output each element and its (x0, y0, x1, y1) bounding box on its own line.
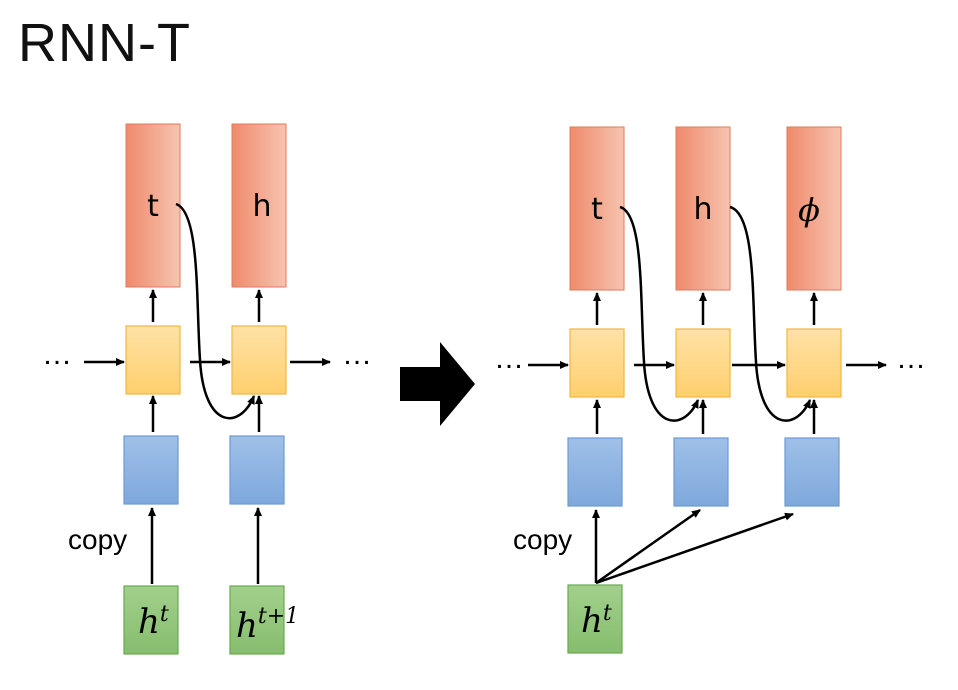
ellipsis-left: … (42, 338, 72, 371)
encoder-block (123, 435, 179, 505)
output-label: h (252, 189, 271, 224)
rnn-block (125, 325, 181, 395)
output-block (125, 123, 181, 288)
output-block (569, 126, 625, 291)
encoder-block (784, 437, 840, 507)
input-block (229, 585, 285, 655)
input-block (567, 584, 623, 654)
rnn-block (675, 328, 731, 398)
input-label: ht (581, 601, 612, 641)
encoder-block (229, 435, 285, 505)
arrow (595, 512, 794, 585)
input-label: ht (138, 602, 169, 642)
input-label: ht+1 (236, 604, 299, 646)
ellipsis-right: … (896, 342, 926, 375)
ellipsis-right: … (342, 338, 372, 371)
rnn-block (786, 328, 842, 398)
page-title: RNN-T (18, 13, 191, 73)
output-block (231, 123, 287, 288)
rnn-block (231, 325, 287, 395)
output-label: ϕ (798, 191, 820, 229)
right-diagram: t h ϕ ht copy … … (494, 126, 926, 654)
output-block (786, 126, 842, 291)
copy-label: copy (68, 524, 127, 555)
feedback-arrow (619, 205, 700, 422)
output-label: t (591, 192, 603, 227)
output-label: h (693, 192, 712, 227)
transform-arrow (400, 342, 475, 426)
encoder-block (567, 437, 623, 507)
output-block (675, 126, 731, 291)
ellipsis-left: … (494, 342, 524, 375)
feedback-arrow (175, 202, 256, 420)
left-diagram: t h ht ht+1 copy … … (42, 123, 372, 655)
feedback-arrow (729, 205, 812, 422)
output-label: t (147, 189, 159, 224)
input-block (123, 585, 179, 655)
encoder-block (673, 437, 729, 507)
rnn-block (569, 328, 625, 398)
copy-label: copy (513, 524, 572, 555)
arrow (595, 508, 701, 585)
